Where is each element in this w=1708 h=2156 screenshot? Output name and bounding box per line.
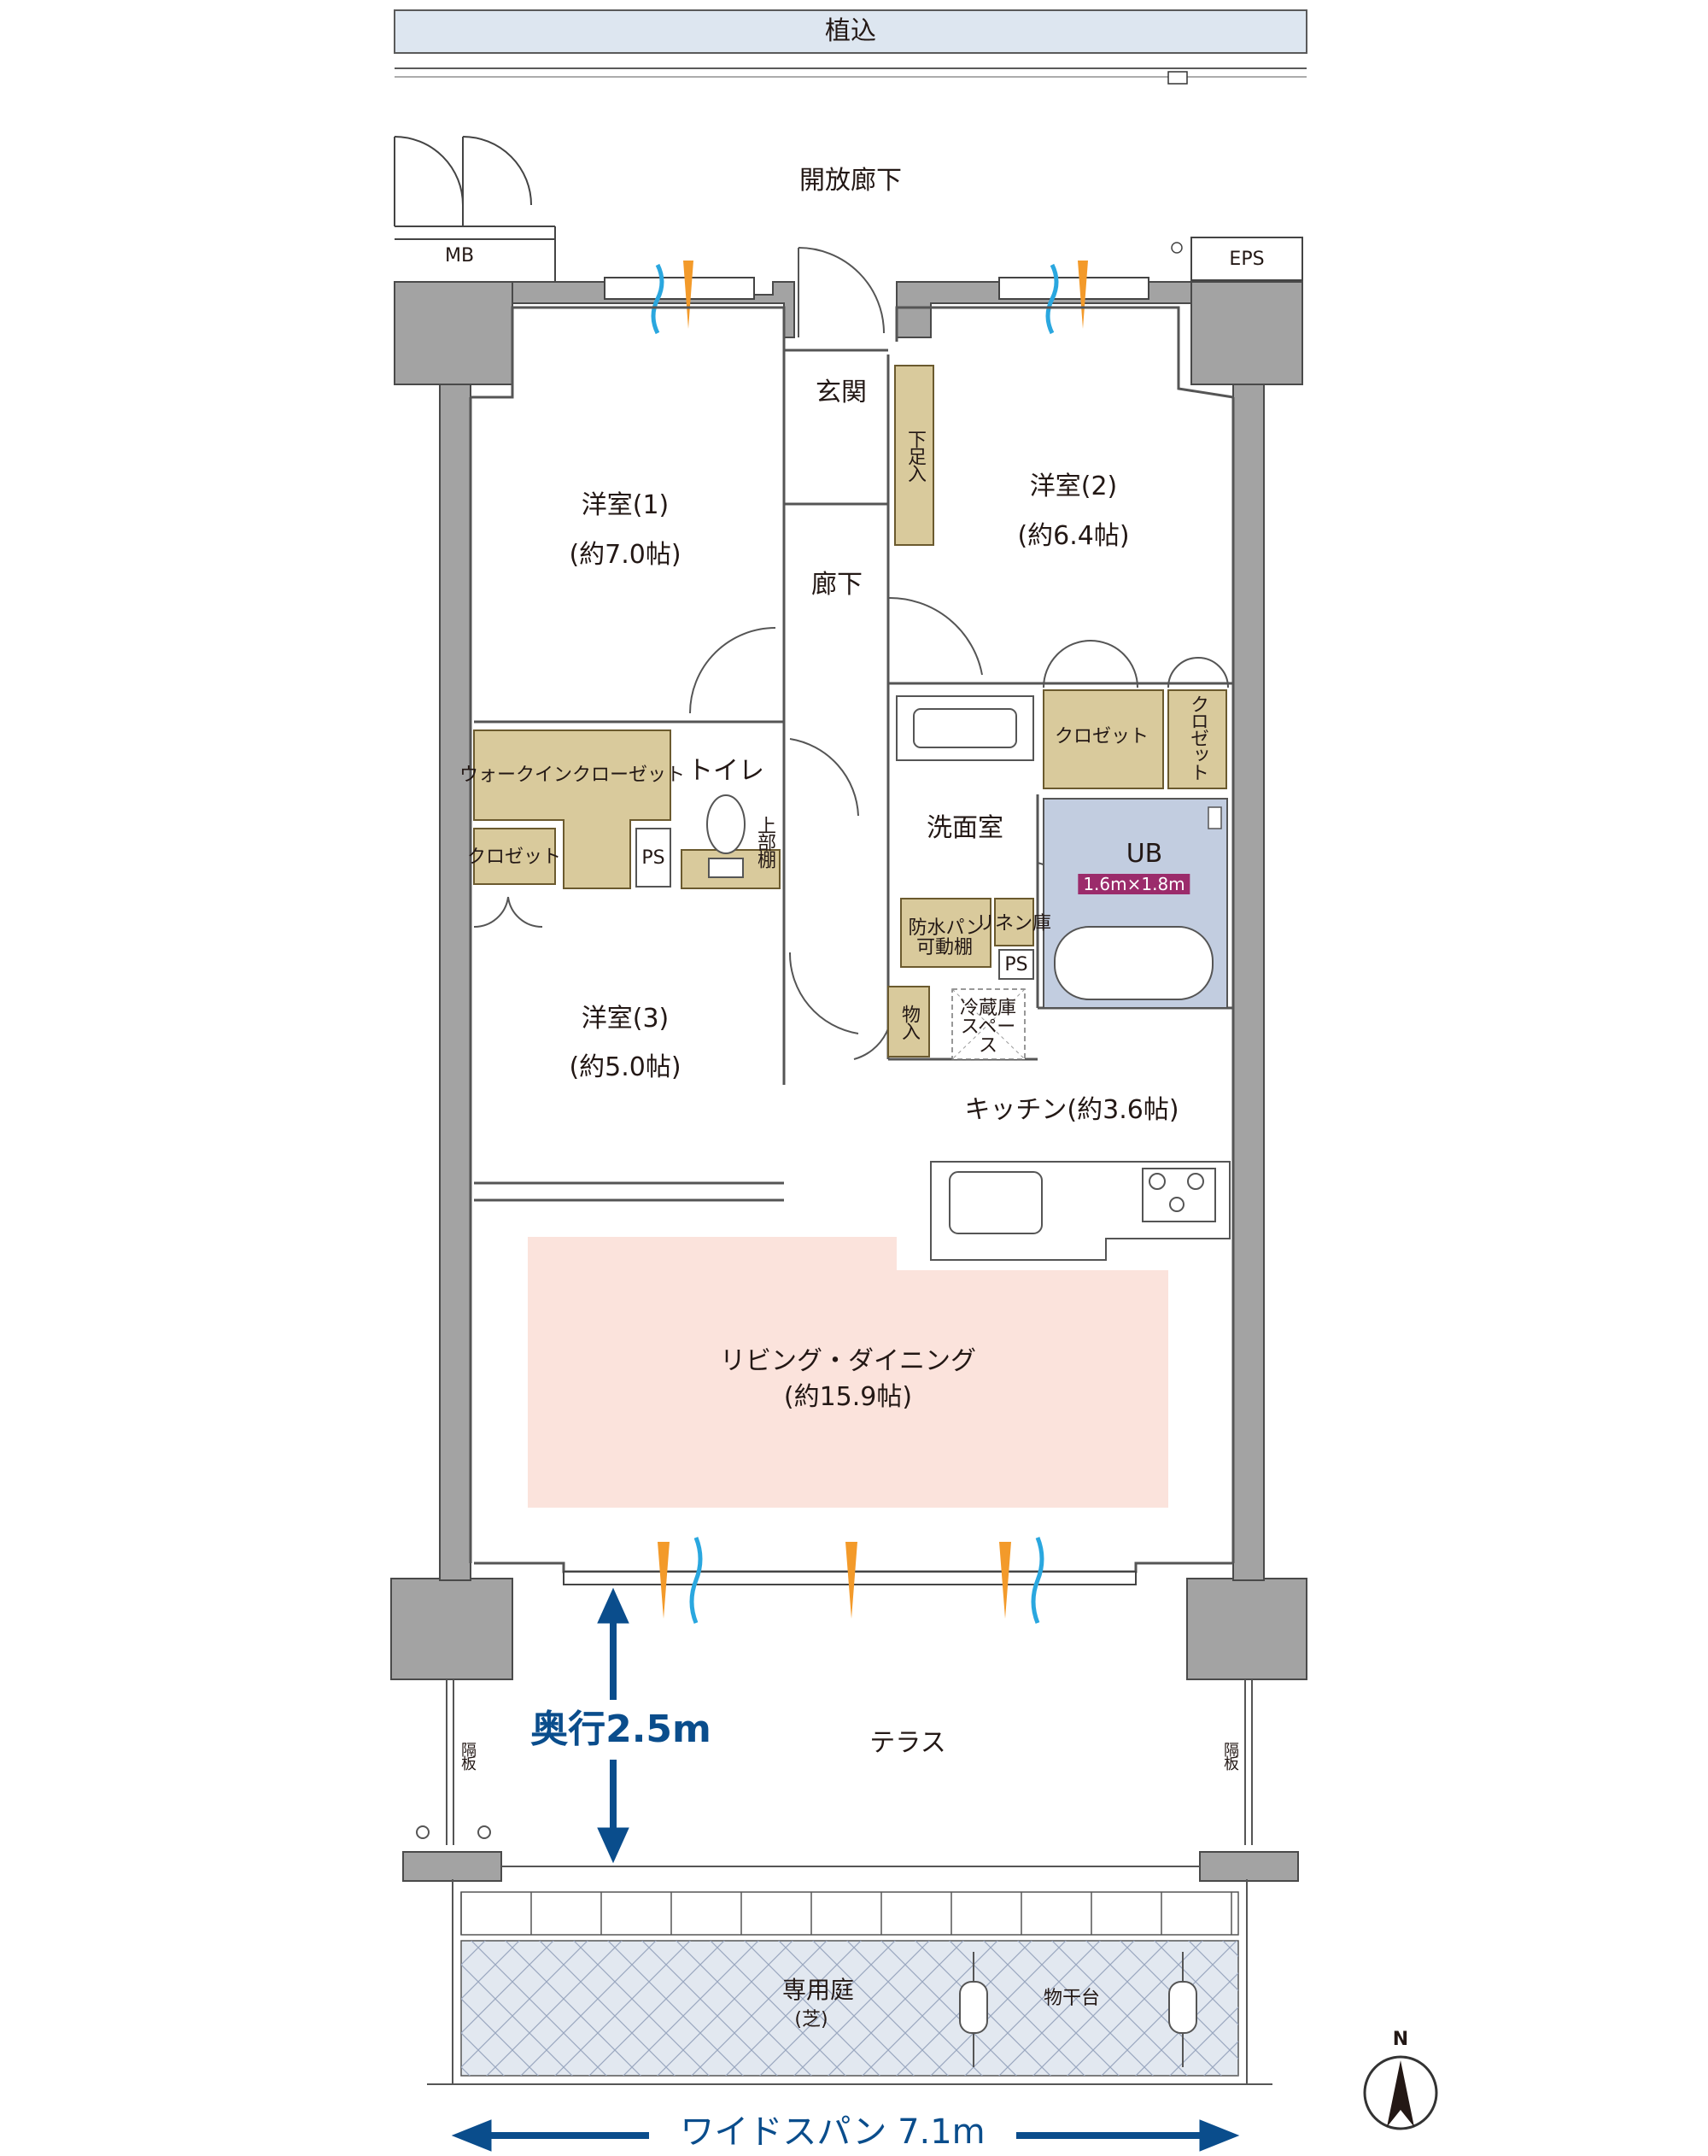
eps-box bbox=[1190, 237, 1303, 281]
room2-name: 洋室(2) bbox=[1029, 472, 1118, 501]
partition-left-label: 隔板 bbox=[459, 1742, 477, 1769]
waterproof-pan-label: 防水パン bbox=[908, 917, 985, 939]
wide-span-label: ワイドスパン 7.1m bbox=[680, 2112, 986, 2152]
depth-arrow bbox=[597, 1587, 629, 1864]
interior-walls bbox=[469, 306, 1235, 1573]
stove bbox=[1142, 1168, 1216, 1222]
storage-label: 物入 bbox=[898, 1005, 920, 1039]
garden-fence bbox=[460, 1891, 1239, 1936]
columns bbox=[390, 281, 1307, 1882]
top-vents bbox=[651, 261, 1088, 335]
walkin-closet bbox=[473, 729, 671, 889]
entry-door bbox=[798, 247, 885, 337]
living-dining-label: リビング・ダイニング bbox=[720, 1346, 976, 1376]
walkin-closet-label: ウォークインクローゼット bbox=[459, 765, 686, 786]
compass-n-label: N bbox=[1392, 2029, 1409, 2050]
room3-name: 洋室(3) bbox=[581, 1004, 670, 1034]
storage-box bbox=[887, 986, 930, 1057]
kitchen-sink bbox=[949, 1171, 1043, 1234]
ps-wash-label: PS bbox=[1004, 954, 1028, 975]
depth-label: 奥行2.5m bbox=[530, 1708, 711, 1751]
upper-shelf-label: 上部棚 bbox=[754, 816, 775, 867]
compass-icon bbox=[1363, 2055, 1438, 2130]
planting-label: 植込 bbox=[825, 16, 876, 46]
drying-stand bbox=[959, 1952, 1197, 2067]
closet-room2-vertical bbox=[1167, 689, 1227, 789]
mb-door bbox=[394, 136, 556, 282]
toilet-label: トイレ bbox=[687, 756, 764, 786]
linen-label: リネン庫 bbox=[975, 913, 1052, 934]
ps-toilet-label: PS bbox=[641, 847, 665, 869]
closet-room2-label: クロゼット bbox=[1054, 726, 1149, 747]
living-dining-area bbox=[528, 1237, 1168, 1508]
linen-storage bbox=[994, 898, 1034, 946]
ps-toilet-box bbox=[635, 828, 671, 888]
washroom-label: 洗面室 bbox=[927, 813, 1003, 843]
shoe-storage bbox=[894, 365, 934, 546]
fridge-space-label: 冷蔵庫スペース bbox=[959, 998, 1016, 1057]
ps-wash-box bbox=[998, 949, 1034, 980]
terrace-label: テラス bbox=[869, 1728, 946, 1758]
outer-walls bbox=[439, 281, 1265, 1581]
private-garden-sub: (芝) bbox=[794, 2009, 828, 2030]
room1-name: 洋室(1) bbox=[581, 490, 670, 520]
adjustable-shelf-label: 可動棚 bbox=[915, 937, 974, 958]
living-dining-size: (約15.9帖) bbox=[783, 1382, 913, 1412]
closet-label: クロゼット bbox=[466, 847, 562, 868]
waterproof-pan bbox=[900, 898, 991, 968]
mb-label: MB bbox=[444, 245, 475, 267]
room3-size: (約5.0帖) bbox=[569, 1052, 681, 1082]
bottom-vents bbox=[658, 1537, 1044, 1624]
wide-span-arrow bbox=[451, 2119, 1240, 2152]
open-corridor-label: 開放廊下 bbox=[799, 166, 902, 196]
private-garden-label: 専用庭 bbox=[781, 1976, 855, 2004]
ub-label: UB bbox=[1126, 839, 1163, 869]
closet-room3 bbox=[473, 828, 556, 885]
kitchen-label: キッチン(約3.6帖) bbox=[964, 1095, 1179, 1125]
partition-right-label: 隔板 bbox=[1221, 1742, 1239, 1769]
toilet-bowl bbox=[706, 794, 746, 854]
closet-vertical-label: クロゼット bbox=[1187, 694, 1208, 780]
eps-label: EPS bbox=[1229, 249, 1265, 270]
top-windows bbox=[604, 277, 1149, 300]
room1-size: (約7.0帖) bbox=[569, 540, 681, 570]
fence-posts bbox=[460, 1892, 1232, 1935]
closet-room2 bbox=[1043, 689, 1164, 789]
drying-stand-label: 物干台 bbox=[1043, 1988, 1101, 2009]
ub-size-tag: 1.6m×1.8m bbox=[1078, 874, 1190, 894]
shoe-storage-label: 下足入 bbox=[904, 430, 926, 481]
room2-size: (約6.4帖) bbox=[1017, 521, 1130, 551]
entrance-label: 玄関 bbox=[816, 378, 867, 407]
planting-strip bbox=[394, 9, 1307, 54]
terrace-partitions bbox=[416, 1679, 1253, 1867]
hallway-label: 廊下 bbox=[811, 570, 863, 600]
